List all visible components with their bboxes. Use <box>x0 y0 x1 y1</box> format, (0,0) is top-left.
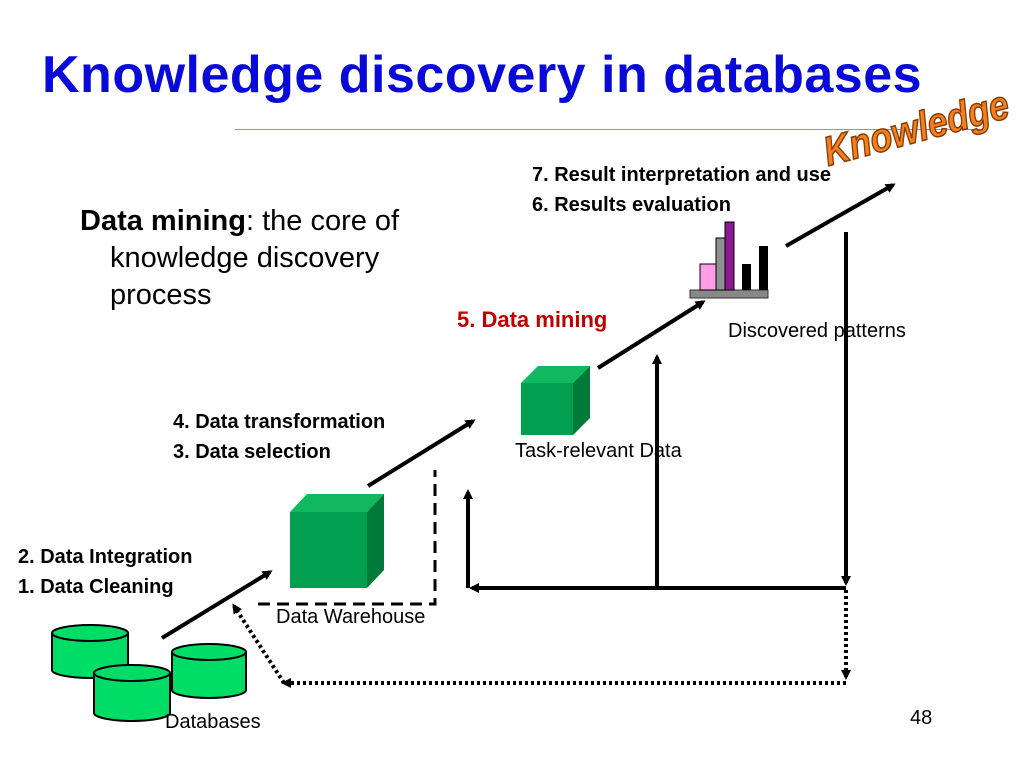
data-warehouse-cube-icon <box>290 494 384 588</box>
step-3-label: 3. Data selection <box>173 441 331 463</box>
step-2-label: 2. Data Integration <box>18 546 193 568</box>
task-relevant-data-caption: Task-relevant Data <box>515 440 682 462</box>
arrow-warehouse-to-task-data <box>366 419 476 488</box>
subtitle-line3: process <box>110 279 212 311</box>
arrow-databases-to-warehouse <box>160 570 273 640</box>
title-divider <box>235 129 980 130</box>
step-1-label: 1. Data Cleaning <box>18 576 174 598</box>
data-warehouse-caption: Data Warehouse <box>276 606 426 628</box>
subtitle-text: Data mining: the core of knowledge disco… <box>80 203 470 314</box>
step-6-label: 6. Results evaluation <box>532 194 731 216</box>
step-4-label: 4. Data transformation <box>173 411 386 433</box>
databases-icon <box>51 624 247 722</box>
subtitle-line1: : the core of <box>245 205 400 237</box>
step-5-label: 5. Data mining <box>457 307 608 332</box>
arrow-patterns-to-knowledge <box>785 183 896 248</box>
subtitle-bold: Data mining <box>80 205 246 237</box>
slide-title: Knowledge discovery in databases <box>42 46 923 104</box>
task-relevant-data-cube-icon <box>521 366 590 435</box>
discovered-patterns-caption: Discovered patterns <box>728 320 906 342</box>
db-cylinder-right <box>171 643 247 699</box>
bar-chart-icon <box>689 221 769 299</box>
db-cylinder-front <box>93 664 171 722</box>
step-7-label: 7. Result interpretation and use <box>532 164 831 186</box>
databases-caption: Databases <box>165 711 261 733</box>
page-number: 48 <box>910 707 933 729</box>
subtitle-line2: knowledge discovery <box>110 242 380 274</box>
arrow-task-data-to-patterns <box>596 300 706 370</box>
warehouse-dashed-boundary <box>258 470 437 606</box>
